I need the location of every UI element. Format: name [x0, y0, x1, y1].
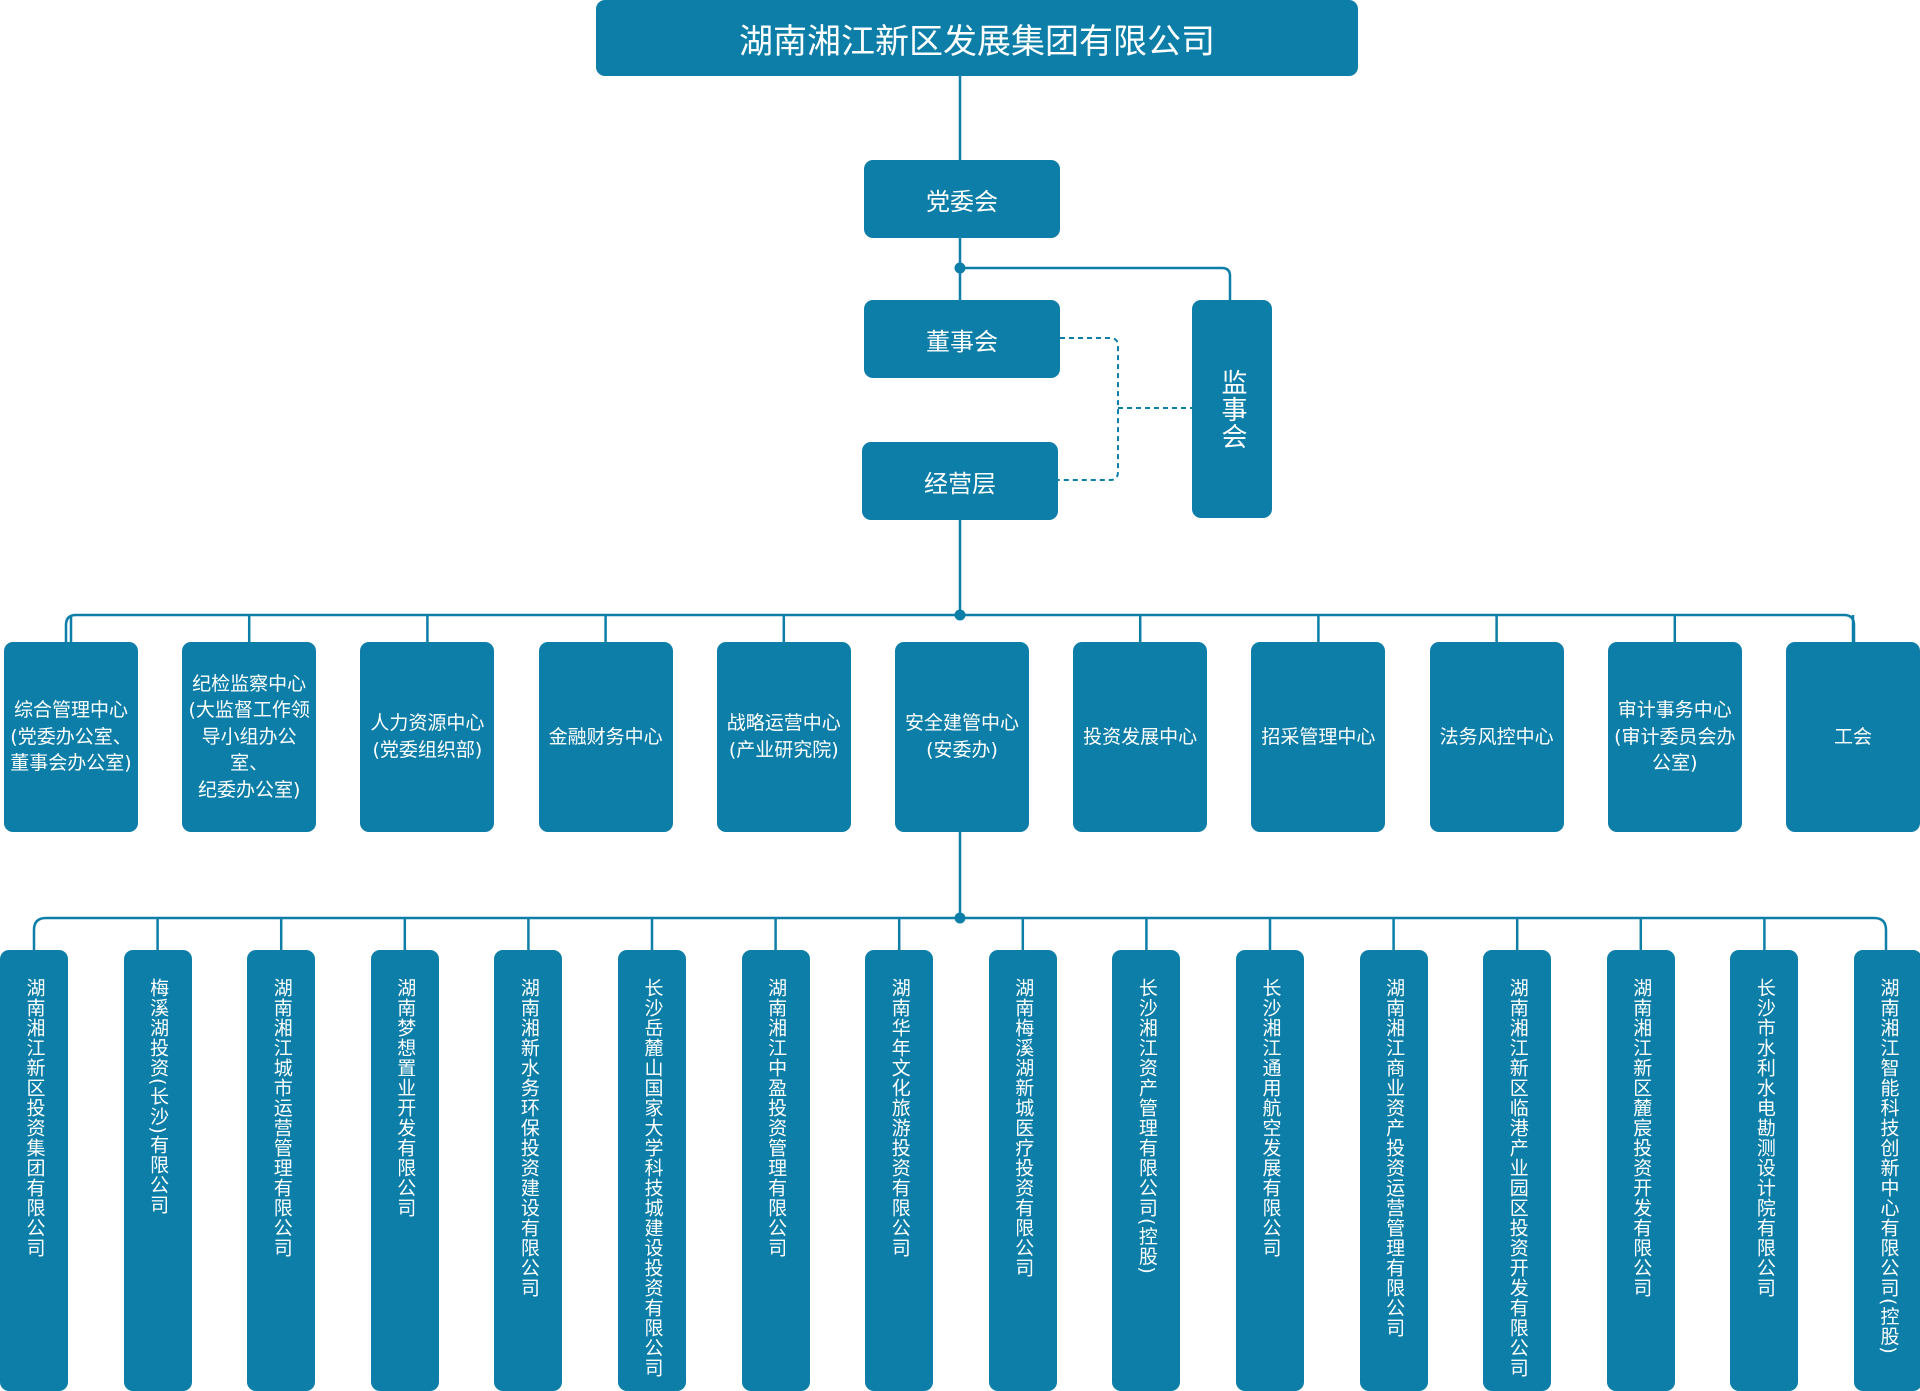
board-label: 董事会: [926, 327, 998, 356]
subsidiary-box[interactable]: 湖南华年文化旅游投资有限公司: [865, 950, 934, 1391]
subsidiary-label: 湖南湘江新区投资集团有限公司: [23, 978, 46, 1258]
subsidiary-box[interactable]: 长沙湘江通用航空发展有限公司: [1236, 950, 1304, 1391]
subsidiary-label: 湖南梅溪湖新城医疗投资有限公司: [1012, 978, 1035, 1278]
subsidiary-label: 长沙市水利水电勘测设计院有限公司: [1753, 978, 1776, 1298]
department-label: 战略运营中心 (产业研究院): [726, 712, 841, 761]
subsidiary-box[interactable]: 长沙湘江资产管理有限公司(控股): [1112, 950, 1181, 1391]
subsidiary-label: 湖南湘江新区临港产业园区投资开发有限公司: [1506, 978, 1529, 1378]
party-committee-box[interactable]: 党委会: [864, 160, 1060, 238]
subsidiary-label: 湖南湘新水务环保投资建设有限公司: [517, 978, 540, 1298]
subsidiary-label: 湖南湘江新区麓宸投资开发有限公司: [1630, 978, 1653, 1298]
subsidiary-label: 湖南湘江中盈投资管理有限公司: [765, 978, 788, 1258]
subsidiary-box[interactable]: 湖南湘江智能科技创新中心有限公司(控股): [1854, 950, 1920, 1391]
subsidiary-box[interactable]: 长沙岳麓山国家大学科技城建设投资有限公司: [618, 950, 686, 1391]
subsidiary-box[interactable]: 湖南湘新水务环保投资建设有限公司: [494, 950, 563, 1391]
department-box[interactable]: 工会: [1786, 642, 1920, 832]
company-header-label: 湖南湘江新区发展集团有限公司: [739, 21, 1215, 62]
subsidiary-label: 长沙湘江资产管理有限公司(控股): [1135, 978, 1158, 1275]
department-box[interactable]: 金融财务中心: [538, 642, 673, 832]
department-box[interactable]: 审计事务中心 (审计委员会办 公室): [1607, 642, 1742, 832]
subsidiary-box[interactable]: 湖南湘江中盈投资管理有限公司: [741, 950, 810, 1391]
department-label: 工会: [1833, 725, 1872, 748]
board-box[interactable]: 董事会: [864, 300, 1060, 378]
department-box[interactable]: 法务风控中心: [1429, 642, 1564, 832]
party-committee-label: 党委会: [926, 187, 998, 216]
subsidiary-box[interactable]: 长沙市水利水电勘测设计院有限公司: [1730, 950, 1799, 1391]
subsidiary-label: 湖南梦想置业开发有限公司: [394, 978, 417, 1218]
subsidiary-box[interactable]: 湖南湘江城市运营管理有限公司: [247, 950, 316, 1391]
department-label: 法务风控中心: [1439, 725, 1554, 748]
subsidiary-label: 梅溪湖投资(长沙)有限公司: [147, 978, 170, 1215]
subsidiary-label: 长沙岳麓山国家大学科技城建设投资有限公司: [641, 978, 664, 1378]
department-box[interactable]: 纪检监察中心 (大监督工作领 导小组办公室、 纪委办公室): [182, 642, 317, 832]
department-label: 人力资源中心 (党委组织部): [370, 712, 485, 761]
department-box[interactable]: 投资发展中心: [1073, 642, 1208, 832]
subsidiary-label: 湖南湘江城市运营管理有限公司: [270, 978, 293, 1258]
subsidiary-box[interactable]: 湖南湘江新区麓宸投资开发有限公司: [1606, 950, 1675, 1391]
subsidiary-box[interactable]: 湖南梦想置业开发有限公司: [370, 950, 439, 1391]
management-box[interactable]: 经营层: [862, 442, 1058, 520]
supervisory-board-box[interactable]: 监事会: [1192, 300, 1272, 518]
department-label: 金融财务中心: [548, 725, 663, 748]
department-label: 投资发展中心: [1083, 725, 1198, 748]
department-box[interactable]: 人力资源中心 (党委组织部): [360, 642, 495, 832]
company-header[interactable]: 湖南湘江新区发展集团有限公司: [596, 0, 1358, 76]
department-box[interactable]: 招采管理中心: [1251, 642, 1386, 832]
department-label: 招采管理中心: [1261, 725, 1376, 748]
department-box[interactable]: 战略运营中心 (产业研究院): [716, 642, 851, 832]
subsidiary-label: 长沙湘江通用航空发展有限公司: [1259, 978, 1282, 1258]
subsidiary-label: 湖南湘江商业资产投资运营管理有限公司: [1383, 978, 1406, 1338]
department-box[interactable]: 综合管理中心 (党委办公室、 董事会办公室): [4, 642, 138, 832]
management-label: 经营层: [924, 469, 996, 498]
subsidiary-box[interactable]: 湖南湘江新区临港产业园区投资开发有限公司: [1483, 950, 1552, 1391]
subsidiary-label: 湖南湘江智能科技创新中心有限公司(控股): [1877, 978, 1900, 1355]
supervisory-board-label: 监事会: [1217, 368, 1247, 450]
subsidiary-box[interactable]: 湖南湘江商业资产投资运营管理有限公司: [1359, 950, 1428, 1391]
department-box[interactable]: 安全建管中心 (安委办): [895, 642, 1029, 832]
department-label: 综合管理中心 (党委办公室、 董事会办公室): [10, 699, 132, 775]
subsidiary-label: 湖南华年文化旅游投资有限公司: [888, 978, 911, 1258]
subsidiary-box[interactable]: 梅溪湖投资(长沙)有限公司: [123, 950, 192, 1391]
department-label: 安全建管中心 (安委办): [904, 712, 1019, 761]
department-label: 纪检监察中心 (大监督工作领 导小组办公室、 纪委办公室): [188, 672, 310, 801]
subsidiary-box[interactable]: 湖南湘江新区投资集团有限公司: [0, 950, 68, 1391]
department-label: 审计事务中心 (审计委员会办 公室): [1614, 699, 1736, 775]
subsidiary-box[interactable]: 湖南梅溪湖新城医疗投资有限公司: [988, 950, 1057, 1391]
